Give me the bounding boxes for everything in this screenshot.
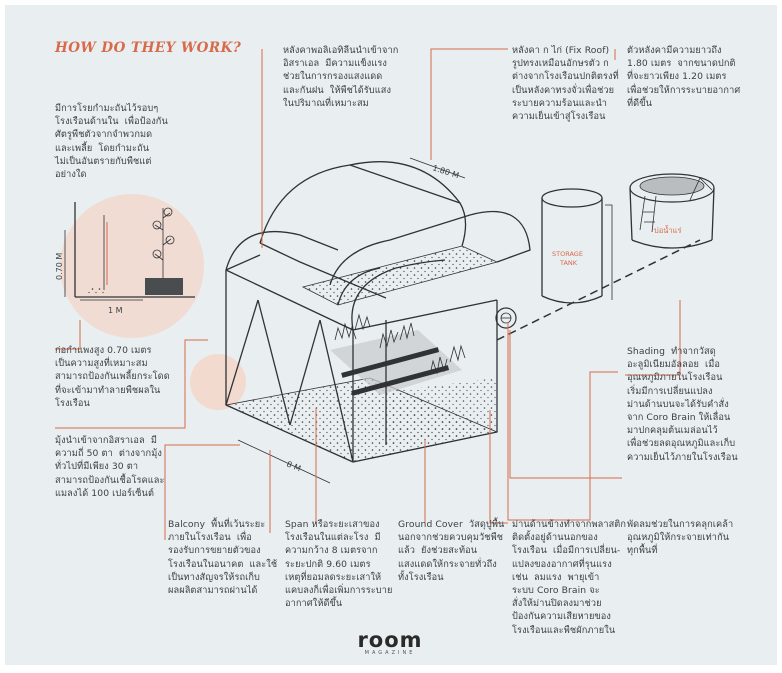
note-fan: พัดลมช่วยในการคลุกเคล้า อุณหภูมิให้กระจา… (627, 519, 734, 557)
room-magazine-logo: room MAGAZINE (350, 628, 430, 657)
net-highlight-circle (190, 354, 246, 410)
width-dimension: 1 M (108, 306, 123, 315)
roof-dimension: 1.80 M (431, 163, 460, 180)
height-dimension: 0.70 M (55, 253, 64, 280)
note-span: Span หรือระยะเสาของ โรงเรือนในแต่ละโรง ม… (285, 519, 393, 610)
note-side-curtain: ม่านด้านข้างทำจากพลาสติก ติดตั้งอยู่ด้าน… (512, 519, 627, 636)
note-sulfur: มีการโรยกำมะถันไว้รอบๆ โรงเรือนด้านใน เพ… (55, 103, 168, 181)
note-wall: ก่อกำแพงสูง 0.70 เมตร เป็นความสูงที่เหมา… (55, 345, 170, 409)
storage-tank-label: STORAGE (552, 250, 583, 258)
greenhouse-structure (224, 161, 531, 463)
wall-highlight-circle (60, 194, 204, 338)
logo-word: room (357, 628, 423, 652)
storage-tank (541, 188, 613, 304)
note-polyethylene-roof: หลังคาพอลิเอทิลีนนำเข้าจาก อิสราเอล มีคว… (283, 45, 399, 109)
note-net: มุ้งนำเข้าจากอิสราเอล มี ความถี่ 50 ตา ต… (55, 435, 165, 499)
leader-lines (55, 48, 681, 540)
note-fix-roof: หลังคา ก ไก่ (Fix Roof) รูปทรงเหมือนอักษ… (512, 45, 619, 123)
mineral-pond-label: บ่อน้ำแร่ (654, 225, 681, 235)
storage-tank-label-2: TANK (559, 259, 578, 267)
note-balcony: Balcony พื้นที่เว้นระยะ ภายในโรงเรือน เพ… (168, 519, 278, 597)
logo-subtitle: MAGAZINE (364, 650, 416, 656)
note-roof-length: ตัวหลังคามีความยาวถึง 1.80 เมตร จากขนาดป… (627, 45, 741, 109)
mineral-pond (629, 173, 715, 249)
infographic-title: HOW DO THEY WORK? (55, 40, 242, 56)
note-shading: Shading ทำจากวัสดุ อะลูมิเนียมอัลลอย เมื… (627, 346, 738, 463)
water-pipe (496, 239, 701, 341)
wall-detail (64, 202, 195, 301)
note-ground-cover: Ground Cover วัสดุปูพื้น นอกจากช่วยควบคุ… (398, 519, 505, 583)
